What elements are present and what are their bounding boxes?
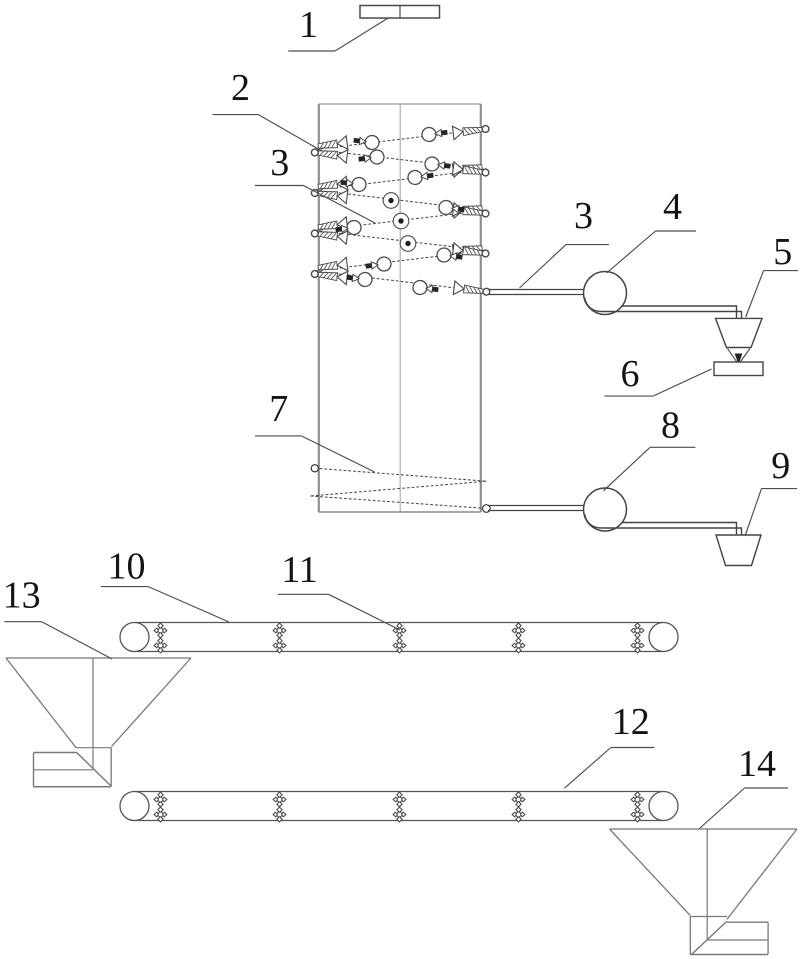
svg-text:9: 9	[771, 445, 790, 487]
svg-text:2: 2	[231, 67, 250, 109]
svg-text:8: 8	[661, 405, 680, 447]
svg-text:3: 3	[270, 142, 289, 184]
svg-text:3: 3	[574, 195, 593, 237]
svg-text:14: 14	[738, 743, 776, 785]
svg-text:13: 13	[3, 575, 41, 617]
svg-text:6: 6	[621, 353, 640, 395]
svg-text:7: 7	[269, 388, 288, 430]
svg-text:4: 4	[663, 186, 682, 228]
svg-text:1: 1	[299, 4, 318, 46]
svg-text:11: 11	[281, 549, 318, 591]
svg-text:12: 12	[612, 701, 650, 743]
svg-text:5: 5	[773, 231, 792, 273]
svg-text:10: 10	[108, 546, 146, 588]
